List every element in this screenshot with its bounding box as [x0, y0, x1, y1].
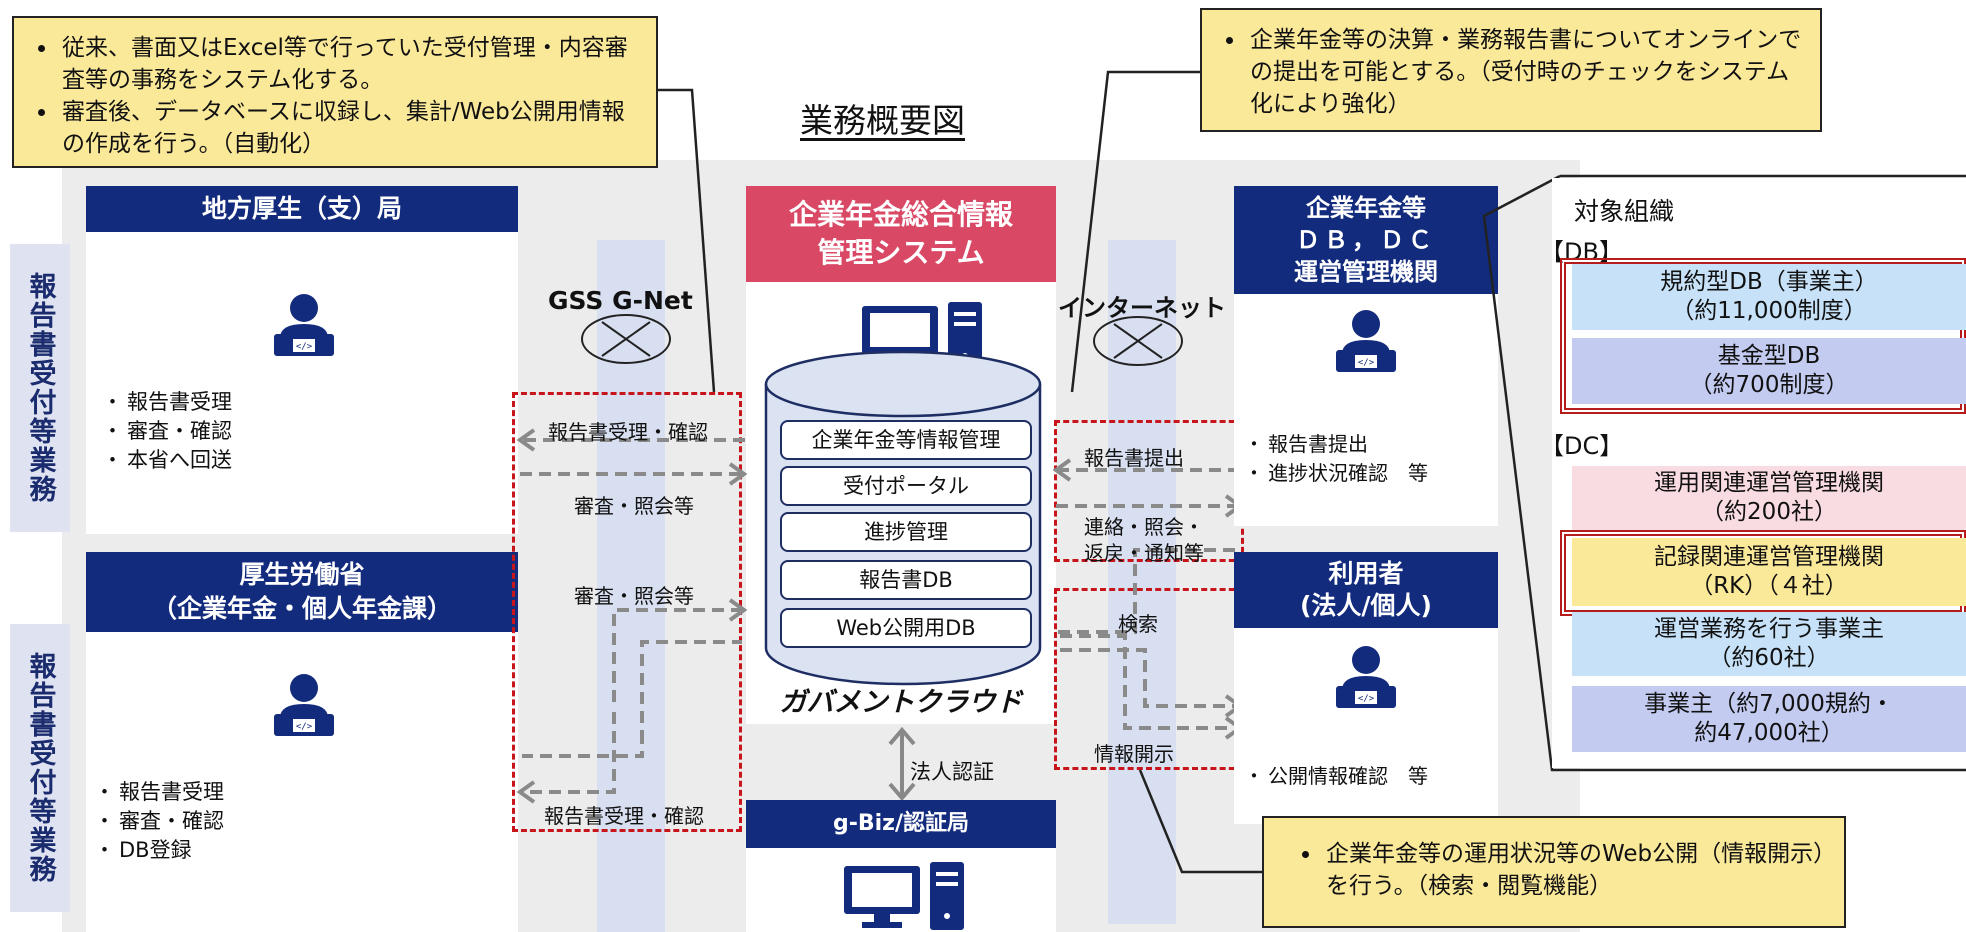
side-label-top: 報告書受付等業務: [10, 244, 70, 532]
ministry-staff-icon: </>: [274, 674, 334, 736]
gbiz-computer-icon: [844, 862, 964, 930]
gss-gnet-label: GSS G-Net: [548, 286, 693, 315]
regional-staff-icon: </>: [274, 294, 334, 356]
users-title-line1: 利用者: [1328, 559, 1404, 588]
org-line: 事業主（約7,000規約・: [1644, 691, 1894, 717]
org-db-fund: 基金型DB （約700制度）: [1572, 338, 1966, 404]
bottom-right-callout: 企業年金等の運用状況等のWeb公開（情報開示）を行う。（検索・閲覧機能）: [1262, 816, 1846, 928]
svg-text:</>: </>: [296, 722, 313, 732]
target-orgs-heading: 対象組織: [1574, 197, 1675, 226]
ministry-title-line2: （企業年金・個人年金課）: [151, 594, 452, 623]
pension-org-title-line3: 運営管理機関: [1294, 258, 1438, 286]
government-cloud-label: ガバメントクラウド: [779, 687, 1023, 718]
router-icon-right: [1093, 316, 1183, 366]
pension-org-staff-icon: </>: [1336, 310, 1396, 372]
flow-label-contact: 連絡・照会・ 返戻・通知等: [1084, 514, 1204, 566]
org-dc-employers: 事業主（約7,000規約・ 約47,000社）: [1572, 686, 1966, 752]
task-item: 本省へ回送: [102, 446, 232, 475]
svg-text:</>: </>: [1358, 694, 1375, 704]
org-line: 規約型DB（事業主）: [1660, 269, 1878, 295]
pension-org-title: 企業年金等 ＤＢ，ＤＣ 運営管理機関: [1234, 186, 1498, 294]
task-item: 進捗状況確認 等: [1244, 459, 1428, 488]
pension-org-tasks: 報告書提出 進捗状況確認 等: [1244, 430, 1428, 488]
flow-label-review-top: 審査・照会等: [574, 494, 694, 518]
system-title-line1: 企業年金総合情報: [788, 198, 1013, 231]
flow-label-search: 検索: [1118, 612, 1158, 636]
org-line: 約47,000社）: [1694, 720, 1844, 746]
callout-item: 企業年金等の運用状況等のWeb公開（情報開示）を行う。（検索・閲覧機能）: [1322, 838, 1832, 902]
ministry-title-line1: 厚生労働省: [239, 560, 365, 589]
side-label-bottom: 報告書受付等業務: [10, 624, 70, 912]
callout-item: 従来、書面又はExcel等で行っていた受付管理・内容審査等の事務をシステム化する…: [58, 32, 644, 96]
users-tasks: 公開情報確認 等: [1244, 762, 1428, 791]
users-icon: </>: [1336, 646, 1396, 708]
module-reception-portal: 受付ポータル: [780, 466, 1032, 506]
org-line: 記録関連運営管理機関: [1654, 544, 1884, 570]
module-report-db: 報告書DB: [780, 560, 1032, 600]
flow-label-receive-top: 報告書受理・確認: [548, 420, 708, 444]
auth-link-arrow: [888, 726, 916, 802]
left-callout: 従来、書面又はExcel等で行っていた受付管理・内容審査等の事務をシステム化する…: [12, 16, 658, 168]
users-title: 利用者 (法人/個人): [1234, 552, 1498, 628]
org-db-contract: 規約型DB（事業主） （約11,000制度）: [1572, 264, 1966, 330]
org-line: （約200社）: [1701, 499, 1837, 525]
task-item: 審査・確認: [94, 807, 224, 836]
module-pension-info-mgmt: 企業年金等情報管理: [780, 420, 1032, 460]
org-line: 運用関連運営管理機関: [1654, 470, 1884, 496]
regional-bureau-title: 地方厚生（支）局: [86, 186, 518, 232]
flow-label-contact-line1: 連絡・照会・: [1084, 515, 1204, 539]
db-highlight-frame: [1560, 258, 1966, 414]
org-dc-employer-operator: 運営業務を行う事業主 （約60社）: [1572, 612, 1966, 676]
org-line: （約11,000制度）: [1671, 298, 1867, 324]
flow-label-receive-bottom: 報告書受理・確認: [544, 804, 704, 828]
task-item: 報告書受理: [94, 778, 224, 807]
flow-label-submit: 報告書提出: [1084, 446, 1184, 470]
flow-label-contact-line2: 返戻・通知等: [1084, 541, 1204, 565]
flow-label-disclosure: 情報開示: [1094, 742, 1174, 766]
org-dc-record-keeping: 記録関連運営管理機関 （RK）（４社）: [1572, 538, 1966, 606]
org-line: （約700制度）: [1689, 372, 1849, 398]
task-item: DB登録: [94, 836, 224, 865]
callout-item: 審査後、データベースに収録し、集計/Web公開用情報の作成を行う。（自動化）: [58, 96, 644, 160]
task-item: 公開情報確認 等: [1244, 762, 1428, 791]
regional-bureau-tasks: 報告書受理 審査・確認 本省へ回送: [102, 388, 232, 475]
svg-text:</>: </>: [296, 342, 313, 352]
system-title-line2: 管理システム: [817, 236, 985, 269]
task-item: 報告書提出: [1244, 430, 1428, 459]
svg-text:</>: </>: [1358, 358, 1375, 368]
ministry-tasks: 報告書受理 審査・確認 DB登録: [94, 778, 224, 865]
regional-bureau-panel: [86, 186, 518, 534]
router-icon-left: [581, 314, 671, 364]
org-line: 基金型DB: [1717, 343, 1821, 369]
top-right-callout: 企業年金等の決算・業務報告書についてオンラインでの提出を可能とする。（受付時のチ…: [1200, 8, 1822, 132]
org-dc-investment: 運用関連運営管理機関 （約200社）: [1572, 466, 1966, 530]
gbiz-title: g-Biz/認証局: [746, 800, 1056, 848]
module-web-public-db: Web公開用DB: [780, 608, 1032, 648]
corporate-auth-label: 法人認証: [910, 760, 994, 784]
task-item: 報告書受理: [102, 388, 232, 417]
pension-org-title-line2: ＤＢ，ＤＣ: [1296, 226, 1436, 254]
page-title: 業務概要図: [800, 101, 965, 140]
ministry-title: 厚生労働省 （企業年金・個人年金課）: [86, 552, 518, 632]
flow-label-review-mid: 審査・照会等: [574, 584, 694, 608]
org-line: 運営業務を行う事業主: [1654, 616, 1884, 642]
left-flow-arrows: [516, 428, 748, 804]
dc-label: 【DC】: [1540, 432, 1624, 460]
pension-org-title-line1: 企業年金等: [1306, 194, 1426, 222]
system-title: 企業年金総合情報 管理システム: [746, 186, 1056, 282]
task-item: 審査・確認: [102, 417, 232, 446]
org-line: （約60社）: [1708, 645, 1830, 671]
left-network-band: [597, 240, 665, 932]
org-line: （RK）（４社）: [1690, 573, 1848, 599]
callout-item: 企業年金等の決算・業務報告書についてオンラインでの提出を可能とする。（受付時のチ…: [1246, 24, 1808, 120]
module-progress-mgmt: 進捗管理: [780, 512, 1032, 552]
users-title-line2: (法人/個人): [1300, 591, 1432, 620]
